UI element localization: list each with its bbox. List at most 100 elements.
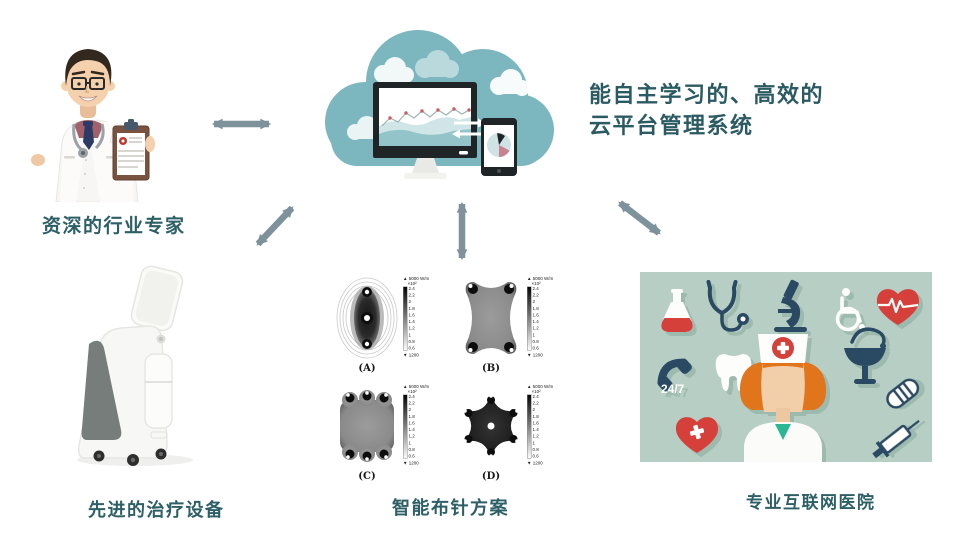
panel-caption-a: (A) [358, 363, 376, 374]
colorbar-tick: 1.2 [408, 433, 415, 439]
cloud-icon [325, 30, 554, 179]
device-label: 先进的治疗设备 [88, 500, 225, 520]
needle-dots [345, 391, 389, 461]
colorbar-tick: 1.8 [408, 413, 415, 419]
cloud-puff-white [374, 57, 414, 83]
colorbar-tick: 1.6 [532, 420, 539, 426]
colorbar-strip [403, 394, 408, 459]
hygieia-cup-icon [844, 327, 886, 384]
colorbar-tick: 1.4 [408, 319, 415, 325]
panel-caption-b: (B) [482, 363, 500, 374]
title-line-2: 云平台管理系统 [589, 113, 754, 138]
hospital-label: 专业互联网医院 [746, 493, 876, 512]
arrow-cloud-hospital [618, 200, 661, 236]
colorbar-tick: 1.8 [408, 305, 415, 311]
hygieia-snake [850, 327, 886, 347]
colorbar-strip [403, 286, 408, 351]
colorbar-tick: 0.8 [408, 446, 415, 452]
heatmap-d-hex-star [463, 394, 519, 458]
panel-caption-d: (D) [481, 471, 501, 482]
tablet-with-pie-chart [481, 118, 517, 176]
stethoscope-tube-left [72, 123, 84, 152]
doctor-hair [65, 49, 112, 86]
pie-slice-pink [499, 145, 510, 157]
colorbar-tick: 2 [532, 407, 536, 413]
nurse-uniform [744, 422, 822, 462]
colorbar-min-label: ▼ 1200 [403, 352, 419, 358]
heart-ecg-icon [876, 289, 920, 325]
cloud-puff-white-2 [490, 69, 530, 96]
colorbar-strip [527, 394, 532, 459]
colorbar-tick: 0.6 [408, 453, 415, 459]
device-vent [150, 431, 168, 439]
nurse-neck [776, 408, 790, 426]
needle-dots [361, 287, 373, 349]
colorbar-tick: 2.4 [408, 286, 415, 291]
colorbar-multiplier: ×10² [407, 281, 417, 286]
colorbar-tick: 2.2 [532, 400, 539, 406]
heatmap-b-four-corners [465, 282, 517, 354]
phone-badge-text: 24/7 [661, 382, 685, 396]
arrow-cloud-device [255, 205, 295, 247]
colorbar-tick: 2.2 [408, 400, 415, 406]
heat-blob [465, 282, 517, 354]
colorbar-tick: 2.4 [532, 286, 539, 291]
doctor-illustration [31, 49, 155, 203]
heatmap-c-six-dots-rect [340, 390, 394, 462]
doctor-smile [78, 95, 98, 102]
doctor-lapel-left [60, 122, 84, 202]
colorbar-tick: 1.8 [532, 305, 539, 311]
nurse-face [761, 362, 805, 412]
colorbar-tick: 1 [532, 332, 536, 338]
colorbar-tick: 0.6 [532, 345, 539, 351]
chart-area-dark [379, 129, 471, 146]
colorbar-tick: 0.6 [408, 345, 415, 351]
clipboard [112, 119, 155, 181]
colorbar-tick: 1 [408, 332, 412, 338]
nurse-icon [739, 334, 827, 462]
colorbar-max-label: ▲ 5000 W/m [403, 276, 430, 281]
device-side-panel [81, 340, 122, 440]
syringe-icon [872, 419, 920, 459]
panel-caption-c: (C) [358, 471, 376, 482]
colorbar-tick: 2 [532, 299, 536, 305]
device-door [144, 353, 173, 429]
microscope-icon [774, 279, 807, 332]
device-head-screen [130, 265, 184, 332]
chart-points [388, 107, 471, 120]
colorbar-tick: 1.6 [408, 312, 415, 318]
heatmap-a-single-column [336, 277, 398, 359]
medical-robot-icon [77, 265, 193, 466]
colorbar-tick: 1.8 [532, 413, 539, 419]
doctor-tie [83, 124, 94, 150]
title-line-1: 能自主学习的、高效的 [589, 82, 825, 107]
colorbar-tick: 2.4 [408, 394, 415, 399]
doctor-tie-knot [83, 121, 93, 126]
colorbar-tick: 1 [408, 440, 412, 446]
device-wheels [93, 448, 167, 466]
expert-label: 资深的行业专家 [42, 216, 186, 237]
pie-slice-dark [497, 133, 505, 145]
monitor-with-chart [373, 82, 477, 179]
cloud-puff-light [415, 50, 459, 78]
doctor-left-hand [31, 154, 45, 166]
colorbar-tick: 2.4 [532, 394, 539, 399]
colorbar-tick: 0.8 [408, 338, 415, 344]
wheelchair-icon [835, 288, 865, 332]
nurse-hair-right [800, 362, 827, 410]
colorbar-tick: 2 [408, 299, 412, 305]
colorbar-tick: 1.4 [532, 319, 539, 325]
internet-hospital-illustration: ​ 24/7 [640, 272, 932, 462]
sync-arrows [452, 118, 486, 139]
page-title: 能自主学习的、高效的 云平台管理系统 [589, 79, 824, 141]
tablet-home-button [497, 169, 501, 173]
medical-icons-collage: ​ 24/7 [640, 272, 932, 462]
